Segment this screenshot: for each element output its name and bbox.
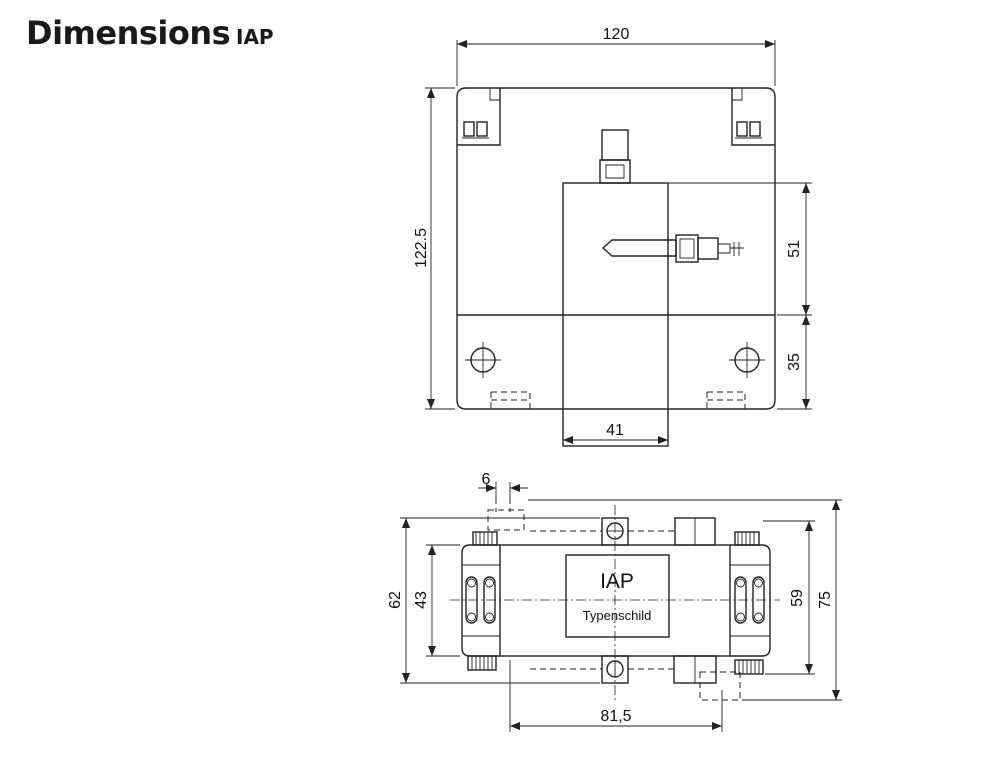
dim-width-120: 120 [603, 26, 630, 43]
mounting-hole-right [729, 342, 765, 378]
dim-height-43: 43 [413, 591, 430, 609]
dim-height-122-5: 122.5 [413, 228, 430, 268]
dim-bottom-height-35: 35 [786, 353, 803, 371]
side-screw-bottom-left [467, 655, 497, 671]
mounting-hole-left [465, 342, 501, 378]
top-terminals-right [735, 121, 762, 139]
side-screw-top-right [734, 531, 760, 546]
dim-clamp-6: 6 [482, 471, 491, 488]
dim-width-81-5: 81,5 [600, 708, 631, 725]
top-body-outline [456, 87, 776, 410]
nameplate [565, 554, 670, 638]
clamp-screw [596, 129, 634, 184]
nameplate-model: IAP [600, 570, 634, 593]
top-terminals-left [462, 121, 489, 139]
nameplate-label: Typenschild [583, 608, 652, 623]
side-screw-bottom-right [734, 659, 764, 675]
dim-height-62: 62 [387, 591, 404, 609]
dim-height-59: 59 [789, 589, 806, 607]
dim-height-75: 75 [817, 591, 834, 609]
top-view: 120 122.5 51 35 41 [413, 26, 812, 447]
page-title: Dimensions [26, 14, 231, 52]
model-label: IAP [236, 25, 274, 49]
dim-window-height-51: 51 [786, 240, 803, 258]
top-recess [457, 88, 775, 146]
side-clamp-right [730, 544, 771, 657]
fixing-screw [601, 234, 744, 263]
dim-window-width-41: 41 [606, 422, 624, 439]
side-clamp-left [461, 544, 500, 657]
side-view: IAP Typenschild 6 62 43 59 75 81,5 [387, 471, 842, 732]
side-screw-top-left [472, 531, 498, 546]
